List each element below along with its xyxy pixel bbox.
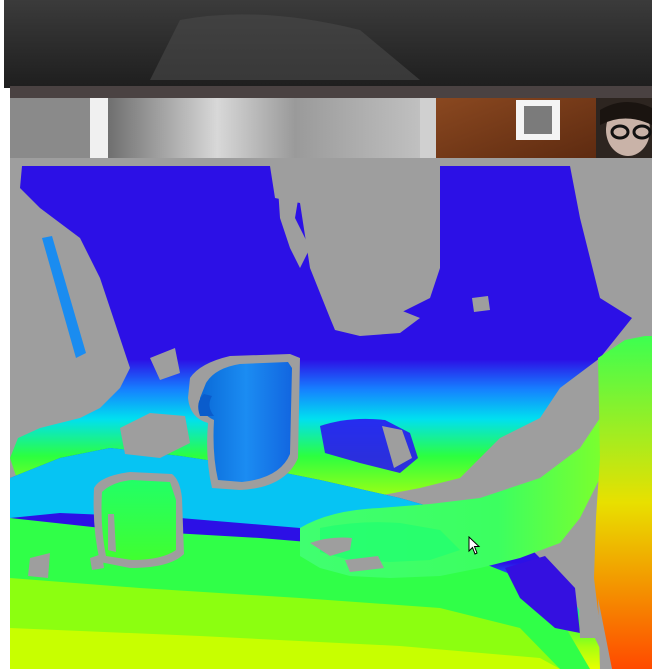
cup-depth [93,472,184,568]
camera-feed-image [0,0,652,160]
steel-cabinet [108,98,420,160]
mouse-pointer-icon [468,536,482,556]
foreground-object-depth [594,336,652,669]
left-edge-stripe [42,236,86,358]
shadow-region [505,556,580,633]
depth-map-image [0,158,652,669]
camera-feed [0,0,652,160]
pitcher-depth [188,354,300,490]
depth-map-view [0,158,652,669]
